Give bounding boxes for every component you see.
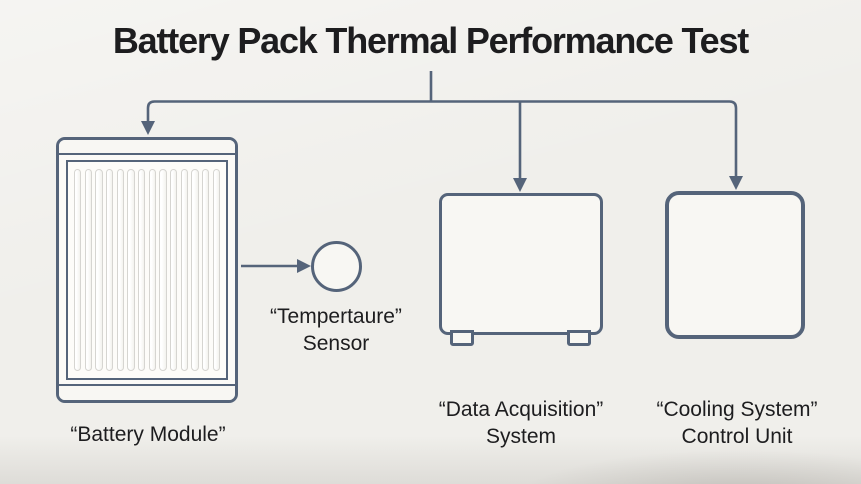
data-acquisition-box [439, 193, 603, 346]
connector-bus-line [146, 100, 738, 177]
battery-fins [66, 160, 228, 380]
cooling-unit-box [665, 191, 805, 339]
battery-bottom-cap [59, 384, 235, 400]
battery-top-cap [59, 140, 235, 155]
battery-module-box [56, 137, 238, 403]
daq-foot-left [450, 330, 474, 346]
temperature-sensor-label-line1: “Tempertaure” [270, 305, 402, 328]
arrow-down-icon [141, 121, 155, 135]
cooling-unit-label: “Cooling System” Control Unit [627, 396, 847, 450]
cooling-unit-label-line2: Control Unit [681, 425, 793, 448]
battery-module-label-text: “Battery Module” [70, 423, 226, 446]
data-acquisition-label-line2: System [485, 425, 556, 448]
page-title: Battery Pack Thermal Performance Test [112, 20, 749, 61]
arrow-down-icon [513, 178, 527, 192]
arrow-down-icon [729, 176, 743, 190]
cooling-unit-label-line1: “Cooling System” [656, 398, 818, 421]
temperature-sensor-label-line2: Sensor [302, 332, 370, 355]
daq-foot-right [567, 330, 591, 346]
temperature-sensor-label: “Tempertaure” Sensor [236, 303, 436, 357]
battery-module-label: “Battery Module” [38, 421, 258, 448]
arrow-right-icon [297, 259, 311, 273]
temperature-sensor-circle [311, 241, 362, 292]
data-acquisition-label: “Data Acquisition” System [411, 396, 631, 450]
data-acquisition-label-line1: “Data Acquisition” [438, 398, 604, 421]
